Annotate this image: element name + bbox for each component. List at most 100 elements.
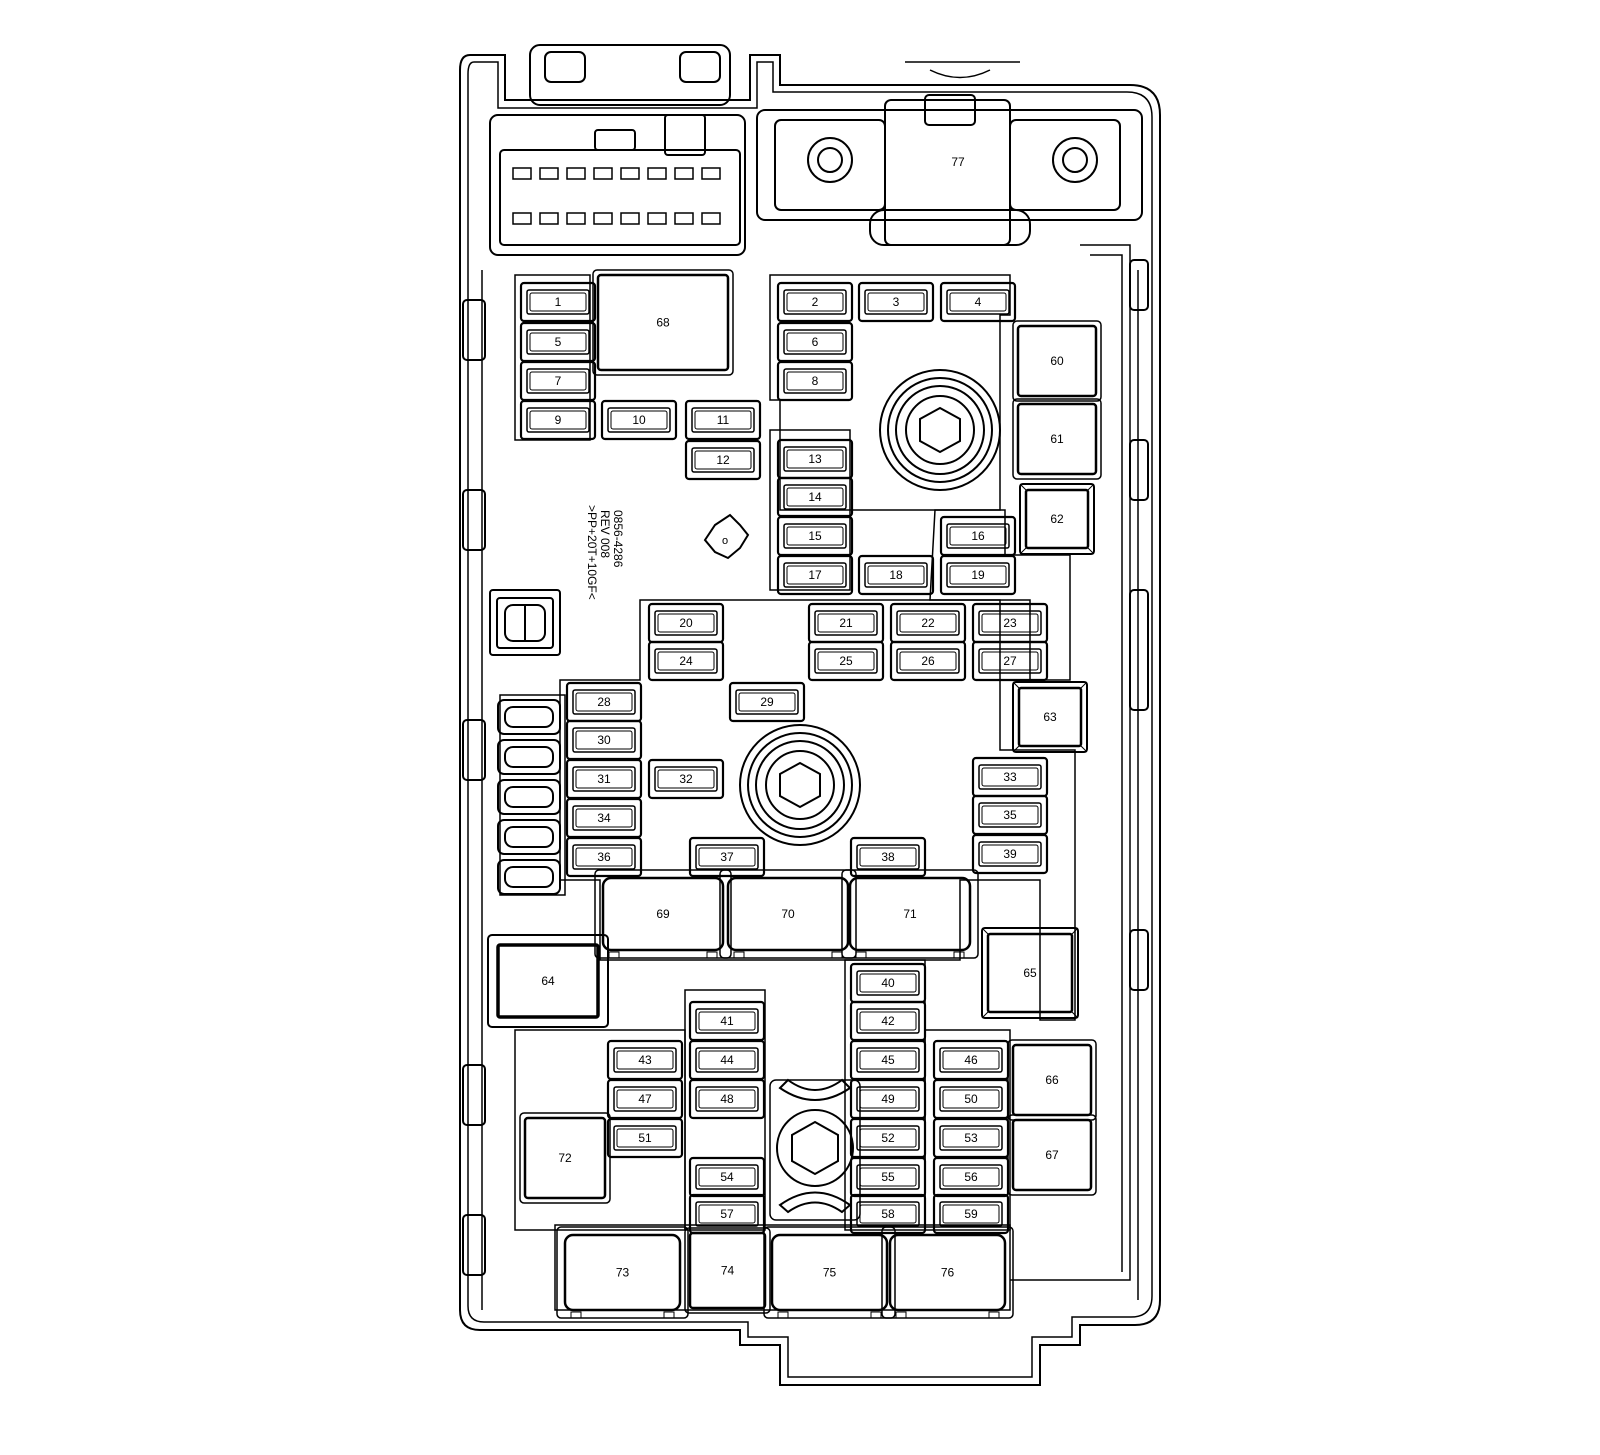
bolt-stud-middle	[739, 724, 861, 846]
fuse-label: 56	[964, 1170, 978, 1184]
relay-68: 68	[592, 269, 734, 376]
fuse-7: 7	[519, 360, 597, 402]
fuse-49: 49	[849, 1078, 927, 1120]
fuse-label: 42	[881, 1014, 895, 1028]
relay-60: 60	[1012, 320, 1102, 402]
fuse-label: 43	[638, 1053, 652, 1067]
relay-label: 75	[823, 1266, 837, 1280]
fuse-label: 44	[720, 1053, 734, 1067]
svg-text:o: o	[722, 535, 728, 547]
fuse-17: 17	[776, 554, 854, 596]
top-connector	[489, 44, 746, 256]
connector-pins	[512, 167, 721, 225]
fuse-50: 50	[932, 1078, 1010, 1120]
fuse-45: 45	[849, 1039, 927, 1081]
fuse-label: 11	[717, 413, 730, 427]
fuse-8: 8	[776, 360, 854, 402]
unlabeled-side-slots	[497, 699, 561, 895]
fuse-label: 7	[555, 374, 562, 388]
relay-label: 66	[1045, 1073, 1059, 1087]
fuse-label: 28	[597, 695, 611, 709]
fuse-15: 15	[776, 515, 854, 557]
bolt-stud-lower	[769, 1078, 861, 1221]
fuse-34: 34	[565, 797, 643, 839]
fuse-28: 28	[565, 681, 643, 723]
relay-73: 73	[556, 1226, 689, 1319]
fuse-42: 42	[849, 1000, 927, 1042]
relay-label: 65	[1023, 966, 1037, 980]
relay-74: 74	[684, 1227, 771, 1314]
fuse-4: 4	[939, 281, 1017, 323]
fuse-label: 12	[716, 453, 730, 467]
small-connector	[489, 589, 561, 656]
fuse-13: 13	[776, 438, 854, 480]
relay-label: 64	[541, 974, 555, 988]
fuse-39: 39	[971, 833, 1049, 875]
fuse-label: 29	[760, 695, 774, 709]
fuse-18: 18	[857, 554, 935, 596]
relay-69: 69	[594, 869, 732, 959]
fuse-label: 41	[720, 1014, 734, 1028]
fuse-14: 14	[776, 476, 854, 518]
relay-77-label: 77	[951, 155, 965, 169]
fuse-38: 38	[849, 836, 927, 878]
fuse-label: 17	[808, 568, 822, 582]
fuse-label: 20	[679, 616, 693, 630]
fuse-43: 43	[606, 1039, 684, 1081]
relay-62: 62	[1019, 483, 1095, 555]
fuse-54: 54	[688, 1156, 766, 1198]
fuse-23: 23	[971, 602, 1049, 644]
relay-label: 68	[656, 316, 670, 330]
fuse-label: 54	[720, 1170, 734, 1184]
relay-label: 67	[1045, 1148, 1059, 1162]
fuse-1: 1	[519, 281, 597, 323]
fuse-label: 1	[555, 295, 562, 309]
fuse-label: 10	[632, 413, 646, 427]
fuse-19: 19	[939, 554, 1017, 596]
relay-label: 62	[1050, 512, 1064, 526]
fuse-24: 24	[647, 640, 725, 682]
fuse-label: 19	[971, 568, 985, 582]
fuse-label: 8	[812, 374, 819, 388]
fuse-27: 27	[971, 640, 1049, 682]
fuse-44: 44	[688, 1039, 766, 1081]
relay-61: 61	[1012, 398, 1102, 480]
fuse-label: 58	[881, 1207, 895, 1221]
fuse-label: 2	[812, 295, 819, 309]
relay-71: 71	[841, 869, 979, 959]
fuse-label: 18	[889, 568, 903, 582]
fuse-label: 49	[881, 1092, 895, 1106]
fuse-label: 48	[720, 1092, 734, 1106]
fuse-32: 32	[647, 758, 725, 800]
fuse-label: 50	[964, 1092, 978, 1106]
fuse-label: 16	[971, 529, 985, 543]
fuse-label: 47	[638, 1092, 652, 1106]
fuse-label: 31	[597, 772, 611, 786]
fuse-52: 52	[849, 1117, 927, 1159]
relay-label: 72	[558, 1151, 572, 1165]
fuse-label: 13	[808, 452, 822, 466]
fuse-20: 20	[647, 602, 725, 644]
relay-65: 65	[981, 927, 1079, 1019]
fuse-label: 9	[555, 413, 562, 427]
relay-75: 75	[763, 1226, 896, 1319]
relay-label: 73	[616, 1266, 630, 1280]
fuse-label: 39	[1003, 847, 1017, 861]
relay-77-assembly	[756, 61, 1143, 246]
fuse-label: 35	[1003, 808, 1017, 822]
part-number-line-1: 0856-4286	[611, 510, 625, 568]
manufacturer-logo: o	[703, 513, 750, 560]
fuse-21: 21	[807, 602, 885, 644]
fuse-label: 55	[881, 1170, 895, 1184]
fuse-label: 22	[921, 616, 935, 630]
fuse-label: 37	[720, 850, 734, 864]
fuse-label: 38	[881, 850, 895, 864]
part-number-line-3: >PP+20T+10GF<	[585, 505, 599, 600]
fuse-label: 32	[679, 772, 693, 786]
fuse-label: 26	[921, 654, 935, 668]
relay-66: 66	[1007, 1039, 1097, 1121]
fuse-label: 34	[597, 811, 611, 825]
housing-outline	[459, 54, 1161, 1386]
